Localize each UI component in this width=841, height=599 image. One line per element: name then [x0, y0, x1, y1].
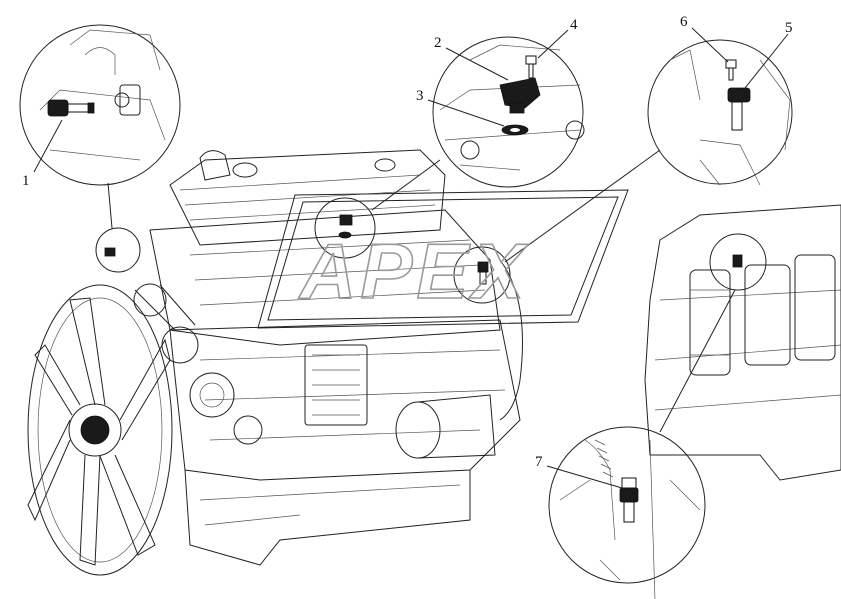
callout-4: 4 [570, 17, 578, 33]
callout-5: 5 [785, 20, 793, 36]
sensor-7-icon [619, 477, 639, 523]
callout-6: 6 [680, 14, 688, 30]
watermark: APEX [257, 189, 629, 329]
seal-ring-3-icon [501, 124, 529, 136]
bolt-6-icon [725, 59, 737, 81]
callouts: 1 2 3 4 5 6 7 [22, 14, 793, 489]
callout-2: 2 [434, 35, 442, 51]
detail-circle-7 [548, 289, 736, 599]
sensor-2-icon [499, 77, 541, 114]
engine-block [133, 149, 523, 566]
callout-7: 7 [535, 454, 543, 470]
side-detail-view [644, 204, 841, 481]
cooling-fan [27, 284, 173, 576]
detail-circle-1 [19, 24, 181, 273]
bolt-4-icon [525, 55, 537, 79]
detail-circle-2-3-4 [314, 36, 585, 259]
detail-circle-5-6 [453, 39, 793, 304]
sensor-1-icon [47, 99, 95, 117]
sensor-5-icon [727, 87, 751, 131]
watermark-text: APEX [298, 227, 528, 315]
callout-3: 3 [416, 88, 424, 104]
callout-1: 1 [22, 173, 30, 189]
